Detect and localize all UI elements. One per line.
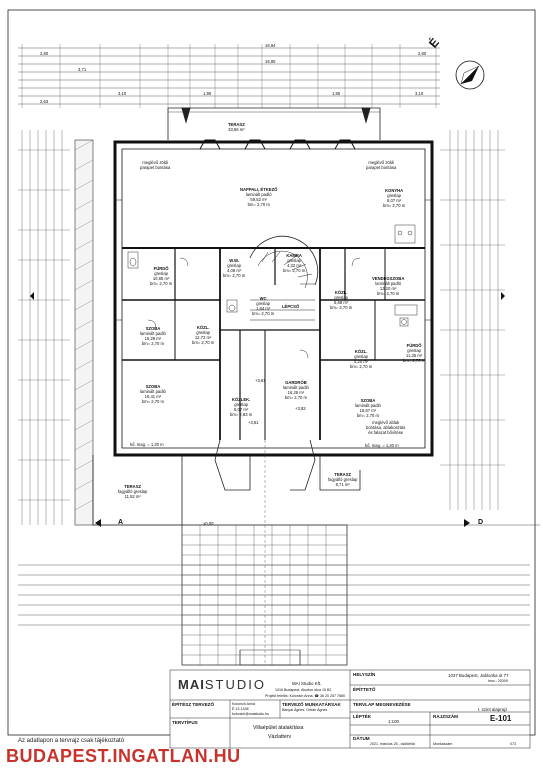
front-steps — [181, 440, 348, 666]
dim-top-5: 16,95 — [265, 59, 276, 64]
epitesz-reg: É 13-1436 — [232, 707, 249, 711]
helyszin-value: 1037 Budapest, Jablonka út 77 — [448, 673, 509, 678]
level-4: ±0,00 — [203, 521, 214, 526]
level-2: +3,82 — [295, 406, 306, 411]
epitesz-email: kolonich@maistudio.hu — [232, 712, 270, 716]
tervlap-label: TERVLAP MEGNEVEZÉSE — [353, 702, 411, 707]
munkaszam-value: 073 — [510, 742, 516, 746]
section-label-a: A — [118, 519, 124, 526]
firm-name: MAI Studio Kft. — [292, 681, 322, 686]
munkaszam-label: Munkaszám — [433, 742, 453, 746]
epitesz-name: Kolonich Anna — [232, 702, 255, 706]
dim-top-7: 1,95 — [203, 91, 212, 96]
bottom-terraces — [92, 439, 540, 526]
room-lepcso: LÉPCSŐ — [282, 304, 300, 309]
dim-top-10: 2,63 — [40, 99, 49, 104]
datum-label: DÁTUM — [353, 736, 370, 741]
section-marks — [30, 292, 505, 527]
studio-logo: MAISTUDIO — [178, 677, 266, 692]
dim-top-4: 3,71 — [78, 67, 87, 72]
bottom-dimensions — [18, 564, 530, 626]
dim-top-8: 1,95 — [332, 91, 341, 96]
dim-top-2: 2,80 — [40, 51, 49, 56]
watermark: BUDAPEST.INGATLAN.HU — [6, 746, 241, 766]
note-kmag-2: kő. mag. = 1,20 m — [365, 443, 399, 448]
tervlap-value: I. szint alaprajz — [478, 707, 508, 712]
datum-value: 2021. március 25., csütörtök — [370, 742, 416, 746]
watermark-subtext: Az adatlapon a tervrajz csak tájékoztató — [18, 738, 125, 744]
project-type: Vázlatterv — [268, 734, 292, 740]
right-dimensions — [440, 130, 505, 510]
level-1: +3,81 — [255, 378, 266, 383]
dim-top-9: 3,10 — [415, 91, 424, 96]
rajzszam-label: RAJZSZÁM — [433, 714, 459, 719]
firm-address: 1016 Budapest, Alsóbor utca 15 B2 — [275, 688, 332, 692]
dim-top-3: 2,80 — [418, 51, 427, 56]
dim-top-1: 18,94 — [265, 43, 276, 48]
epitteto-label: ÉPÍTTETŐ — [353, 687, 376, 692]
leptek-value: 1:100 — [388, 719, 399, 724]
epitesz-label: ÉPÍTÉSZ TERVEZŐ — [172, 702, 215, 707]
section-label-d: D — [478, 519, 484, 526]
level-3: +3,81 — [248, 420, 259, 425]
helyszin-label: HELYSZÍN — [353, 672, 376, 677]
left-hatch — [74, 139, 94, 526]
fixtures — [127, 224, 418, 359]
leptek-label: LÉPTÉK — [353, 714, 372, 719]
top-terrace — [167, 107, 381, 140]
top-dimensions — [18, 44, 440, 108]
dim-top-6: 3,10 — [118, 91, 127, 96]
munkatars-label: TERVEZŐ MUNKATÁRSAK — [282, 702, 341, 707]
hrsz-value: hrsz.: 20309 — [488, 679, 508, 683]
north-arrow — [455, 60, 485, 90]
project-name: Villaépület átalakítása — [253, 725, 304, 731]
left-dimensions — [18, 130, 70, 525]
firm-contact: Projekt felelős: Kolonich Anna, ☎ 36 20 … — [265, 694, 345, 698]
building-walls — [113, 139, 434, 457]
munkatars-value: Bányai Ágnes, Orbán Ágnes — [282, 708, 328, 712]
note-kmag-1: kő. mag. = 1,20 m — [130, 442, 164, 447]
title-block — [169, 669, 531, 749]
tervtipus-label: TERVTÍPUS — [172, 720, 198, 725]
staircase — [249, 235, 319, 321]
rajzszam-value: E-101 — [490, 714, 512, 723]
